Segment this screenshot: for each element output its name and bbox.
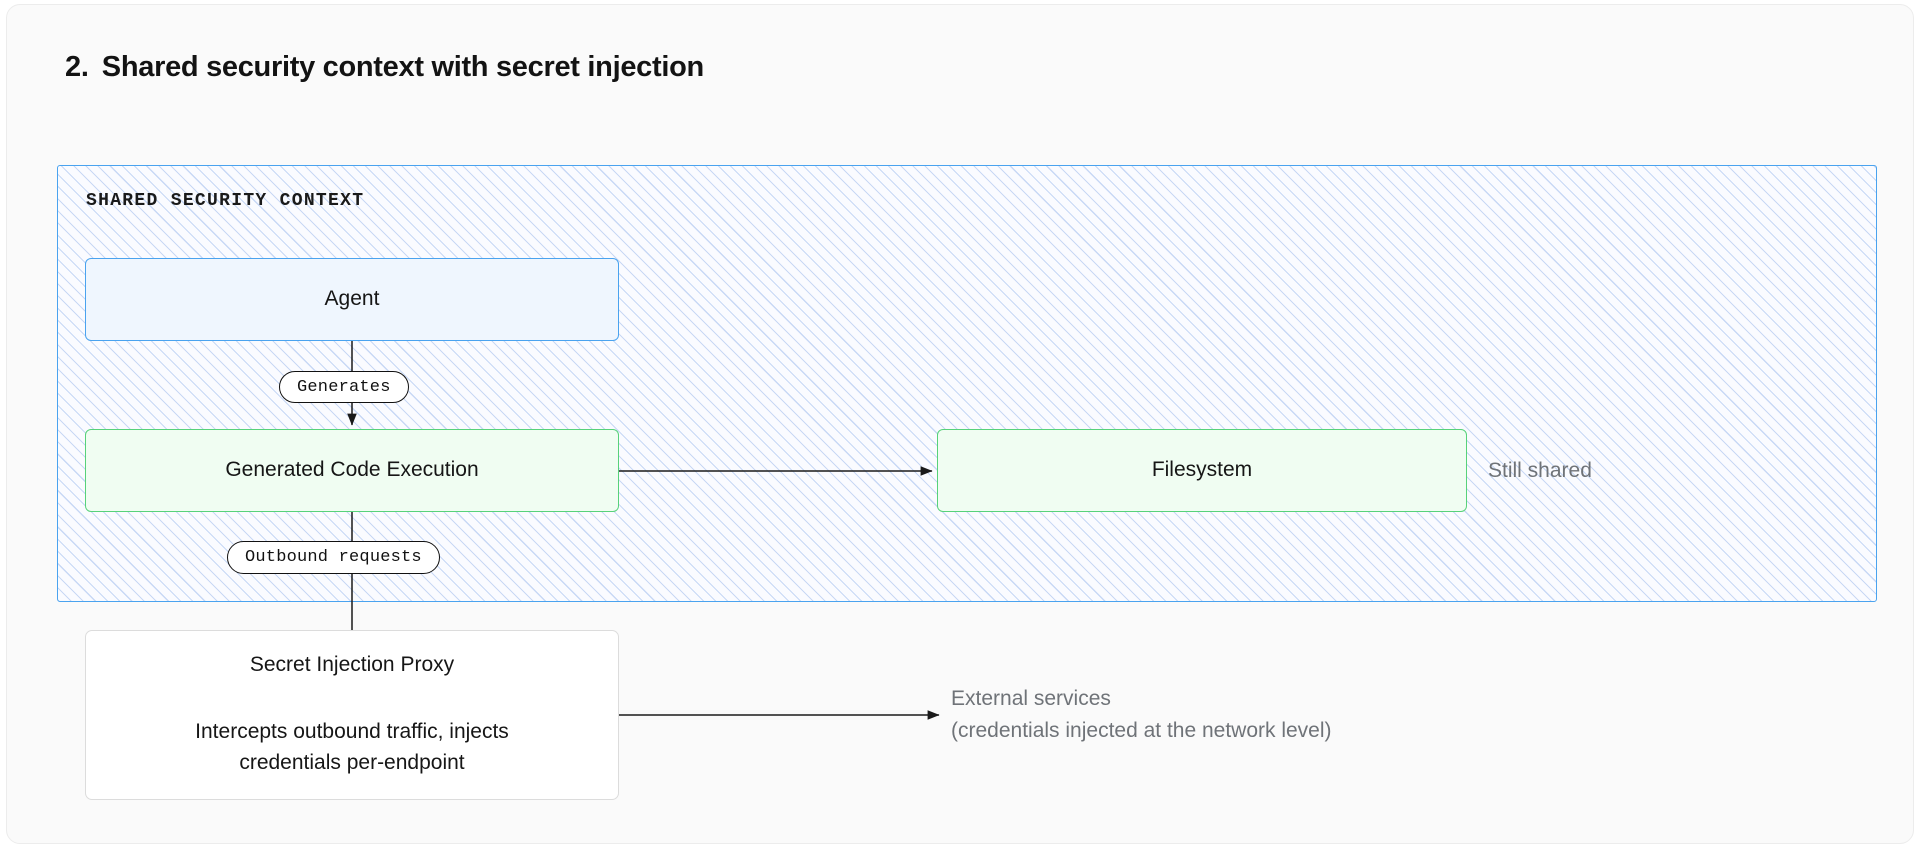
node-secret-injection-proxy-description: Intercepts outbound traffic, injects cre… xyxy=(195,719,509,775)
node-generated-code-execution[interactable]: Generated Code Execution xyxy=(85,429,619,512)
node-secret-injection-proxy[interactable]: Secret Injection Proxy Intercepts outbou… xyxy=(85,630,619,800)
page-title: 2. Shared security context with secret i… xyxy=(65,51,704,84)
node-agent-label: Agent xyxy=(324,287,380,311)
shared-security-context-label: SHARED SECURITY CONTEXT xyxy=(86,191,365,211)
node-generated-code-execution-label: Generated Code Execution xyxy=(225,458,479,482)
node-filesystem[interactable]: Filesystem xyxy=(937,429,1467,512)
shared-security-context-container: SHARED SECURITY CONTEXT xyxy=(57,165,1877,602)
note-external-services: External services (credentials injected … xyxy=(951,687,1332,742)
node-agent[interactable]: Agent xyxy=(85,258,619,341)
edge-label-generates-text: Generates xyxy=(297,377,391,397)
edge-label-outbound-requests-text: Outbound requests xyxy=(245,548,422,567)
edge-label-outbound-requests: Outbound requests xyxy=(227,541,440,574)
page-title-text: Shared security context with secret inje… xyxy=(101,51,704,83)
note-still-shared: Still shared xyxy=(1488,459,1592,482)
node-filesystem-label: Filesystem xyxy=(1151,458,1253,482)
diagram-card: 2. Shared security context with secret i… xyxy=(6,4,1914,844)
edge-label-generates: Generates xyxy=(279,371,409,403)
node-secret-injection-proxy-title: Secret Injection Proxy xyxy=(249,652,455,676)
page-title-number: 2. xyxy=(65,51,89,83)
